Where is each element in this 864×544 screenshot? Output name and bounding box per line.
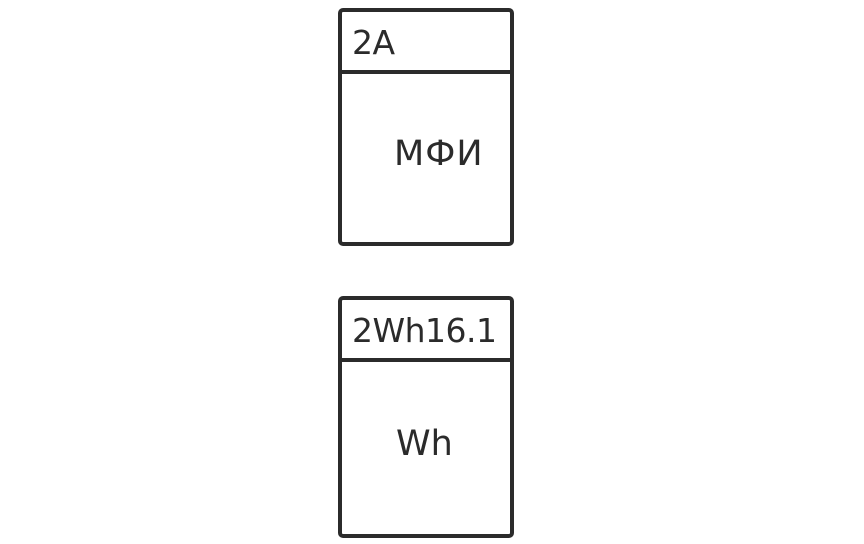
device-block-2a: 2A МФИ <box>338 8 514 246</box>
device-function-label: Wh <box>396 424 453 464</box>
device-header: 2Wh16.1 <box>342 300 510 362</box>
device-block-2wh16-1: 2Wh16.1 Wh <box>338 296 514 538</box>
device-designation: 2Wh16.1 <box>352 311 497 350</box>
device-function-label: МФИ <box>394 134 484 174</box>
device-header: 2A <box>342 12 510 74</box>
device-designation: 2A <box>352 23 395 62</box>
